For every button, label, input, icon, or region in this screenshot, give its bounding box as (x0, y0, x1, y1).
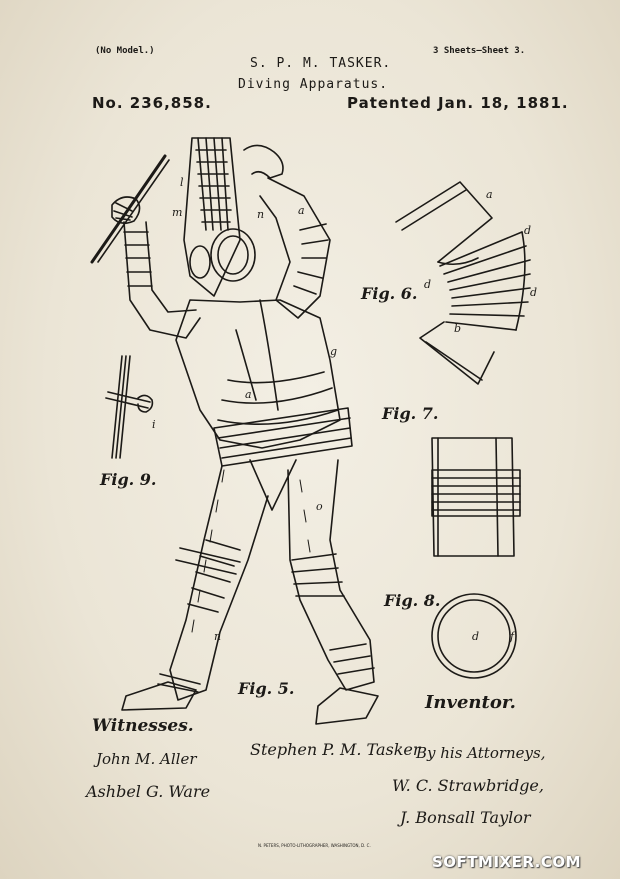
svg-text:b: b (454, 322, 461, 335)
patent-date: Patented Jan. 18, 1881. (347, 94, 569, 112)
svg-text:m: m (172, 206, 182, 219)
attorneys-text: By his Attorneys, (416, 744, 546, 762)
inventor-name: S. P. M. TASKER. (250, 56, 392, 71)
svg-text:n: n (257, 208, 264, 221)
svg-text:d: d (424, 278, 431, 291)
fig8-label: Fig. 8. (384, 591, 441, 610)
attorney-2-signature: J. Bonsall Taylor (400, 808, 531, 827)
svg-text:a: a (298, 204, 305, 217)
svg-text:o: o (316, 500, 323, 513)
watermark: SOFTMIXER.COM (432, 853, 582, 871)
svg-text:l: l (180, 176, 184, 189)
svg-text:a: a (245, 388, 252, 401)
fig6-detail (395, 181, 531, 385)
fig9-label: Fig. 9. (100, 470, 157, 489)
fig6-label: Fig. 6. (361, 284, 418, 303)
inventor-signature: Stephen P. M. Tasker (250, 740, 421, 759)
patent-subject: Diving Apparatus. (238, 77, 389, 92)
svg-text:f: f (509, 630, 516, 643)
attorney-1-signature: W. C. Strawbridge, (392, 776, 544, 795)
engraver-note: N. PETERS, PHOTO-LITHOGRAPHER, WASHINGTO… (258, 843, 371, 848)
inventor-label: Inventor. (425, 692, 516, 713)
svg-text:n: n (214, 630, 221, 643)
svg-text:g: g (330, 345, 337, 358)
witness-1-signature: John M. Aller (96, 750, 197, 768)
svg-text:a: a (486, 188, 493, 201)
fig5-label: Fig. 5. (238, 679, 295, 698)
diver-figure (90, 137, 379, 725)
fig7-detail (431, 437, 521, 557)
witnesses-label: Witnesses. (92, 716, 194, 736)
patent-number: No. 236,858. (92, 94, 212, 112)
svg-text:d: d (530, 286, 537, 299)
svg-text:d: d (524, 224, 531, 237)
fig9-detail (105, 355, 154, 459)
witness-2-signature: Ashbel G. Ware (86, 782, 211, 801)
model-note: (No Model.) (95, 46, 155, 56)
fig8-detail (431, 593, 517, 679)
fig7-label: Fig. 7. (382, 404, 439, 423)
svg-text:i: i (152, 418, 156, 431)
sheet-count: 3 Sheets—Sheet 3. (433, 46, 526, 56)
svg-text:d: d (472, 630, 479, 643)
